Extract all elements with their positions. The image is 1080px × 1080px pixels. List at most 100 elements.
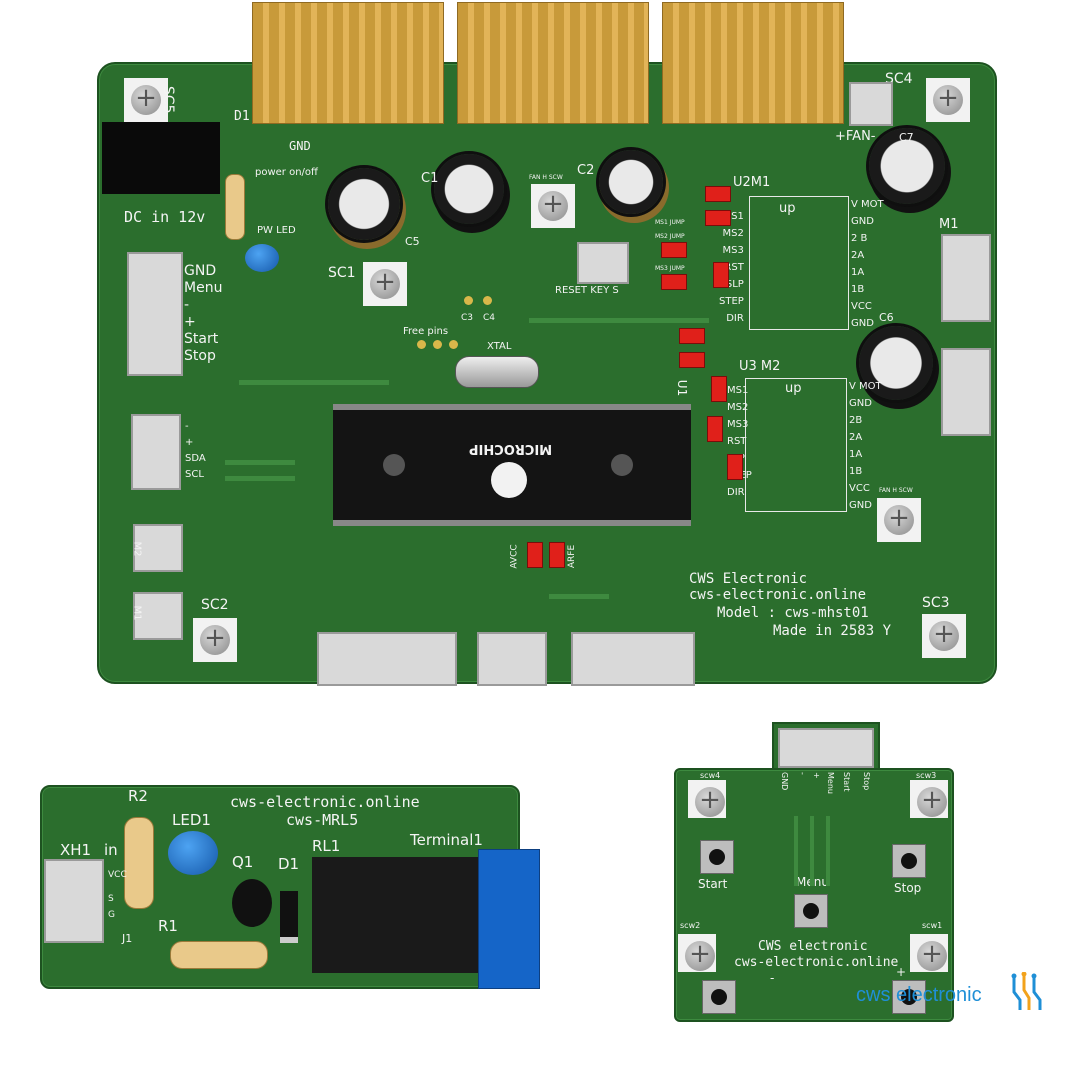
d1-label: D1 [234,109,250,124]
d2-ms3: MS3 [727,419,749,430]
c7-label: C7 [899,131,914,144]
start-button[interactable] [700,840,734,874]
heatsink-3 [662,2,844,124]
i2c-scl-label: SCL [185,469,204,480]
start-label: Start [698,877,728,891]
bb-website-label: cws-electronic.online [734,955,899,970]
relay-model-label: cws-MRL5 [286,811,359,829]
relay-website-label: cws-electronic.online [230,793,420,811]
jumper-ms2 [661,242,687,258]
menu-connector-labels: GND Menu - + Start Stop [184,264,222,366]
j1-label: J1 [122,932,133,945]
xh1-pins: VCC S G [108,871,127,927]
website-label: cws-electronic.online [689,587,867,603]
driver2-up-label: up [785,381,802,396]
d1-step: STEP [719,296,744,307]
led1 [168,831,218,875]
jumper-1 [705,186,731,202]
bb-stop-label: Stop [862,772,871,791]
bb-minus-label: - [798,772,807,775]
d1-2b: 2 B [851,233,868,244]
trace [239,380,389,385]
relay-rl1 [312,857,478,973]
xtal-label: XTAL [487,341,512,352]
driver1-left-pins: MS1 MS2 MS3 RST SLP STEP DIR [719,212,744,331]
d1-1a: 1A [851,267,865,278]
jumper-7 [707,416,723,442]
d1-ms2: MS2 [722,228,744,239]
trace [810,816,814,886]
d2-gnd: GND [849,398,872,409]
button-board-connector [772,722,880,772]
minus-button[interactable] [702,980,736,1014]
pw-led-label: PW LED [257,225,296,236]
dc-jack [102,122,220,194]
circuit-logo-icon [1010,971,1048,1012]
i2c-minus-label: - [185,421,189,432]
jumper-5 [679,352,705,368]
cws-logo: cws electronic [856,971,1042,1010]
d2-ms1: MS1 [727,385,749,396]
bottom-connector-2 [477,632,547,686]
brand-label: CWS Electronic [689,571,808,587]
screw-sc4 [926,78,970,122]
chip-dot [611,454,633,476]
in-label: in [104,841,118,859]
gnd-label: GND [289,139,311,153]
arfe-jumper [549,542,565,568]
bb-start-label: Start [842,772,851,792]
d2-rst: RST [727,436,747,447]
m2-side-label: M2 [131,541,143,557]
u2m1-label: U2M1 [733,175,771,190]
pin-gnd-label: GND [184,263,217,279]
sc2-label: SC2 [201,597,229,613]
led1-label: LED1 [172,811,211,829]
transistor-q1 [232,879,272,927]
bb-brand-label: CWS electronic [758,939,868,954]
d1-dir: DIR [726,313,744,324]
pad [483,296,492,305]
screw-scw4 [688,780,732,818]
d2-1a: 1A [849,449,863,460]
trace [529,318,709,323]
pin-minus-label: - [184,297,190,313]
d2-ms2: MS2 [727,402,749,413]
plus-button[interactable] [892,980,926,1014]
driver-module-2 [745,378,847,512]
crystal [455,356,539,388]
sc3-label: SC3 [922,595,950,611]
driver2-left-pins: MS1 MS2 MS3 RST SLP STEP DIR [727,386,752,505]
dc-in-label: DC in 12v [124,208,206,226]
c4-label: C4 [483,313,496,323]
menu-button[interactable] [794,894,828,928]
fan-connector [849,82,893,126]
fan-h-scw-label-2: FAN H SCW [879,487,913,494]
c6-label: C6 [879,311,894,324]
d1-relay-label: D1 [278,855,300,873]
pin-start-label: Start [184,331,219,347]
jumper-6 [711,376,727,402]
jump-ms3-label: MS3 JUMP [655,265,685,272]
m1-side-label: M1 [131,605,143,621]
fan-label: +FAN- [835,129,876,144]
bb-menu-label: Menu [826,772,835,794]
capacitor-c1 [434,154,504,224]
d2-2b: 2B [849,415,863,426]
jump-ms2-label: MS2 JUMP [655,233,685,240]
stop-button[interactable] [892,844,926,878]
capacitor-c7 [869,128,945,204]
diode-d1 [280,891,298,943]
made-in-label: Made in 2583 Y [773,623,892,639]
pin-menu-label: Menu [184,280,223,296]
i2c-sda-label: SDA [185,453,206,464]
pin-plus-label: + [184,314,196,330]
microchip-logo-icon [491,462,527,498]
minus-label: - [770,971,775,985]
reset-key-label: RESET KEY S [555,285,619,296]
q1-label: Q1 [232,853,254,871]
main-board: DC in 12v D1 GND power on/off PW LED SC5… [97,2,997,686]
d1-ms1: MS1 [722,211,744,222]
jumper-8 [727,454,743,480]
d1-slp: SLP [725,279,744,290]
screw-scw2 [678,934,722,972]
